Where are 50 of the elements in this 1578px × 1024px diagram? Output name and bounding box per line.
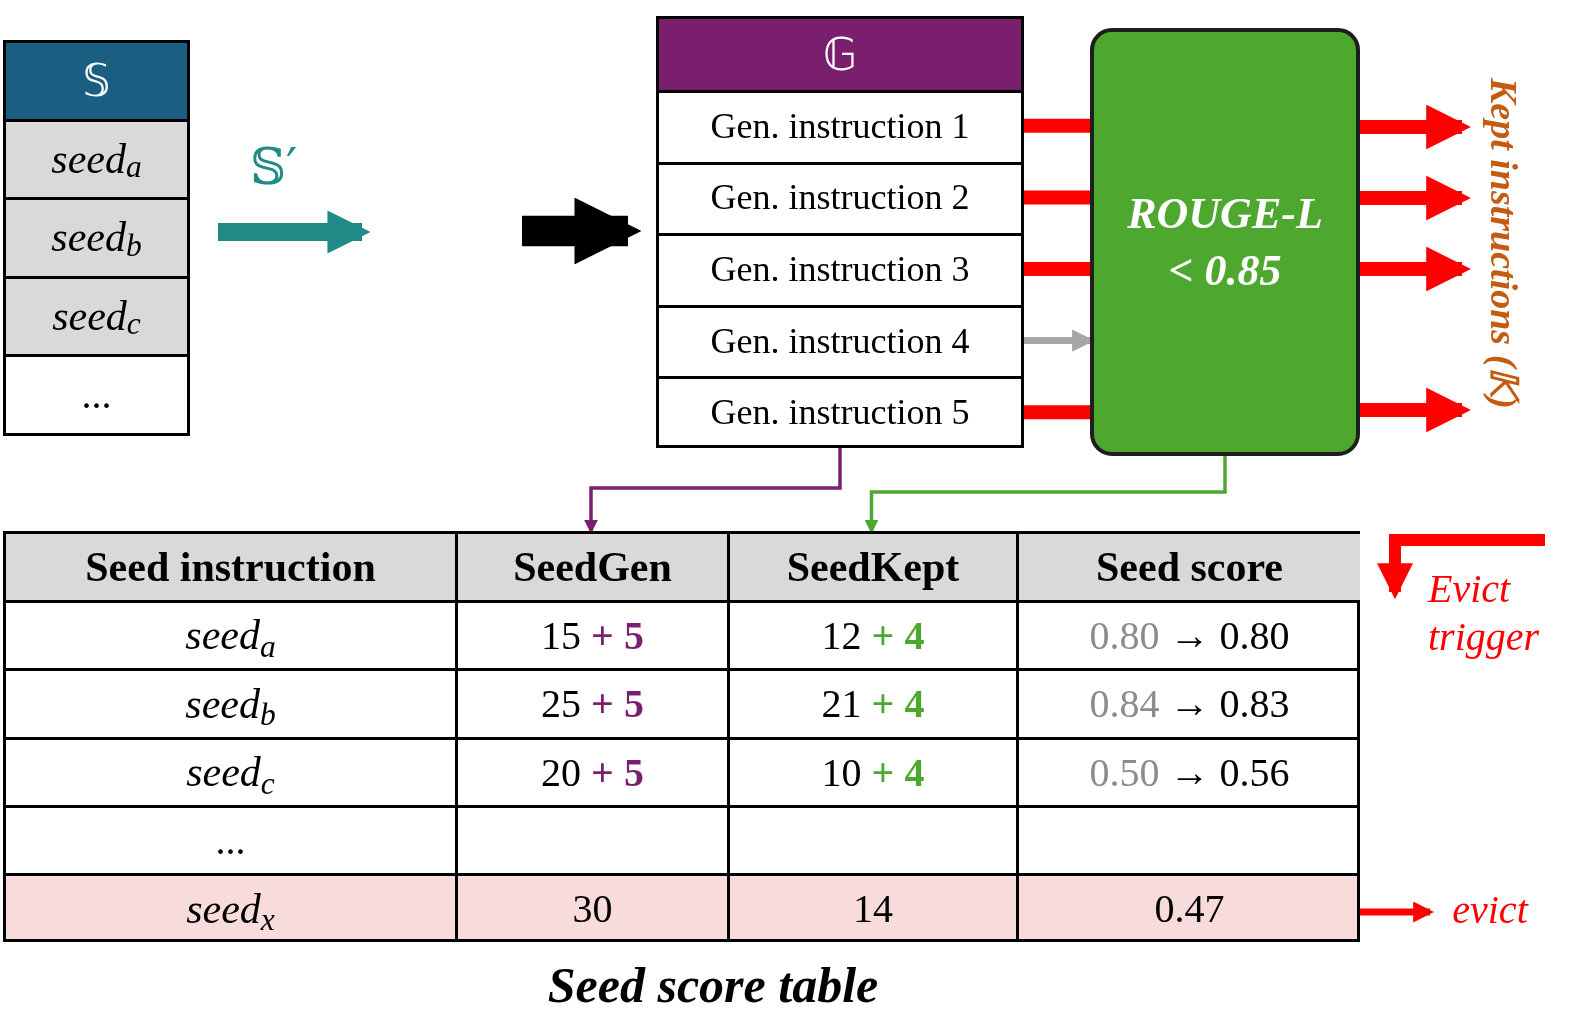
old-score: 0.80 [1089,611,1160,660]
seed-name: seed$_{c}$ [6,275,187,355]
score-value: 12 [821,611,862,660]
arrow [1360,104,1471,150]
score-value: 21 [821,680,862,728]
arrow [218,210,371,254]
added-count: + 4 [871,680,925,728]
score-value: → 0.83 [1169,680,1290,728]
score-value: 0.47 [1154,885,1225,933]
score-value: → 0.56 [1169,748,1290,797]
column-header: SeedKept [730,534,1016,600]
arrow [522,197,642,265]
old-score: 0.84 [1089,680,1160,728]
ellipsis: ... [215,816,246,865]
set-symbol: 𝔾 [659,19,1021,90]
seed-name: seed$_{a}$ [6,118,187,198]
added-count: + 4 [871,611,925,660]
seed-name: seed$_{x}$ [186,884,275,940]
filter-box: ROUGE-L < 0.85 [1090,28,1360,456]
seed-name: seed$_{c}$ [186,748,275,803]
output-label: Kept instructions (𝕂) [1472,28,1534,458]
score-value: 20 [541,748,582,797]
score-value: 15 [541,611,582,660]
seed-score-table [3,531,1360,942]
table-caption: Seed score table [546,960,880,1010]
score-value: 30 [572,885,613,933]
arrow [1360,175,1471,221]
arrow [1360,246,1471,292]
score-value: 14 [853,885,893,933]
column-header: SeedGen [458,534,727,600]
column-header: Seed score [1019,534,1360,600]
seed-name: seed$_{b}$ [185,679,276,735]
arrow [1360,387,1471,433]
action-label: evict [1440,885,1540,935]
old-score: 0.50 [1089,748,1160,797]
score-value: 10 [821,748,862,797]
column-header: Seed instruction [6,534,455,600]
set-symbol: 𝕊 [6,43,187,119]
generated-table [656,16,1024,448]
seed-name: seed$_{a}$ [185,611,276,666]
score-value: 25 [541,680,582,728]
trigger-label: Evict trigger [1428,565,1541,661]
added-count: + 5 [591,680,644,728]
added-count: + 4 [871,748,925,797]
seed-set-table [3,40,190,436]
arrow [1360,901,1435,923]
score-value: → 0.80 [1169,611,1290,660]
added-count: + 5 [591,748,644,797]
added-count: + 5 [591,611,644,660]
seed-name: seed$_{b}$ [6,197,187,276]
